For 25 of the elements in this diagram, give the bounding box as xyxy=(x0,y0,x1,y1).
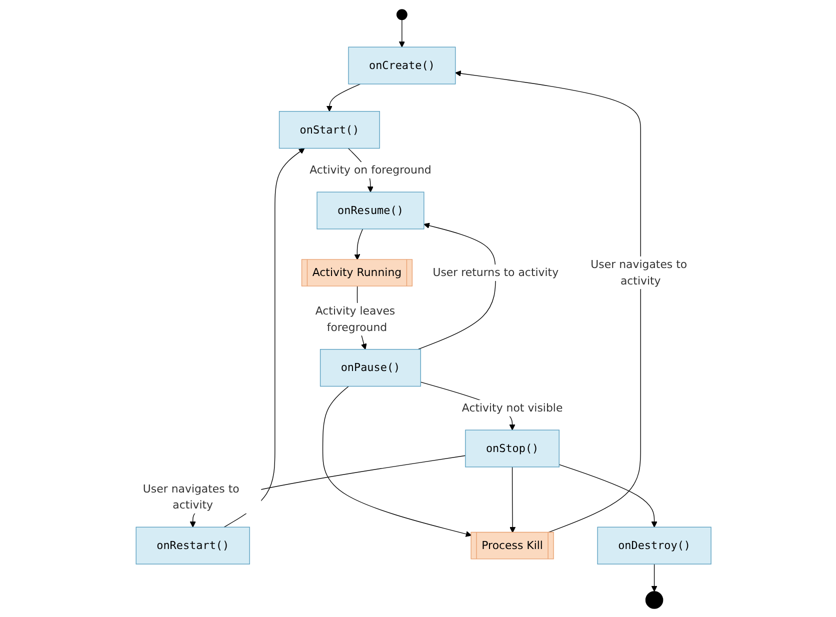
edge-label: User navigates to activity xyxy=(590,257,688,287)
edge-label: Activity not visible xyxy=(462,400,563,414)
arrow xyxy=(559,464,658,527)
arrow xyxy=(652,563,658,592)
arrow xyxy=(224,148,305,527)
node-circle xyxy=(396,8,408,20)
node-box: onStart() xyxy=(279,110,380,148)
arrow xyxy=(354,228,364,260)
node-box: onResume() xyxy=(316,191,424,229)
node-box: onDestroy() xyxy=(597,526,712,564)
edge-label: User returns to activity xyxy=(432,265,559,278)
node-box: onCreate() xyxy=(348,46,456,84)
arrow xyxy=(322,385,472,536)
node-box: onStop() xyxy=(465,429,560,467)
arrow xyxy=(326,83,361,112)
edge-label: User navigates to activity xyxy=(143,482,240,511)
edge-label: Activity leaves foreground xyxy=(316,304,396,334)
arrow xyxy=(399,18,406,47)
edge-label: Activity on foreground xyxy=(310,162,432,176)
node-circle xyxy=(646,590,664,608)
node-box: onRestart() xyxy=(136,526,250,564)
arrow xyxy=(510,466,516,532)
arrow xyxy=(455,70,642,532)
node-box: onPause() xyxy=(320,348,422,386)
arrow xyxy=(418,222,496,350)
